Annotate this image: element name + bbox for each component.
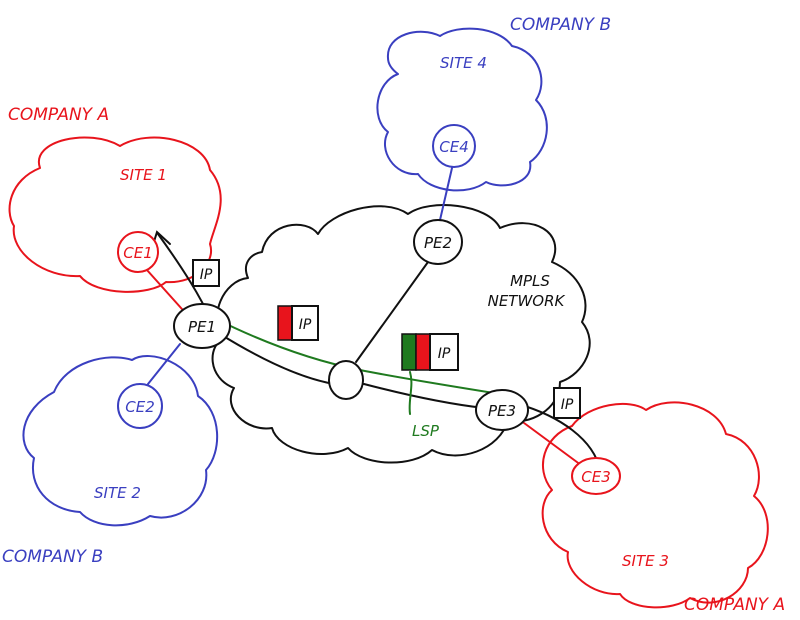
- ce2-node[interactable]: CE2: [117, 383, 163, 429]
- site4-label: SITE 4: [440, 54, 487, 72]
- core-router-node[interactable]: [328, 360, 364, 400]
- ce3-label: CE3: [581, 468, 611, 486]
- pe1-label: PE1: [188, 318, 216, 336]
- packet-labeled-green-red: IP: [401, 333, 459, 371]
- pe3-label: PE3: [488, 402, 516, 420]
- packet-ip-site3-label: IP: [561, 397, 574, 413]
- pe2-node[interactable]: PE2: [413, 219, 463, 265]
- ce3-node[interactable]: CE3: [571, 457, 621, 495]
- company-a-top-label: COMPANY A: [8, 105, 109, 125]
- pe1-node[interactable]: PE1: [173, 303, 231, 349]
- lsp-pointer: [408, 371, 413, 415]
- mpls-network-label-line1: MPLS: [510, 272, 550, 290]
- site2-label: SITE 2: [94, 484, 141, 502]
- ce1-label: CE1: [123, 244, 153, 262]
- company-a-bottom-label: COMPANY A: [684, 595, 785, 615]
- site2-cloud: [22, 355, 219, 527]
- site3-cloud: [541, 401, 769, 609]
- company-b-top-label: COMPANY B: [510, 15, 611, 35]
- site1-label: SITE 1: [120, 166, 167, 184]
- packet-ip-site1: IP: [192, 259, 220, 287]
- link-pe1-core: [219, 333, 335, 385]
- packet-ip-site3: IP: [553, 387, 581, 419]
- site1-cloud: [8, 136, 222, 293]
- packet-labeled-red: IP: [277, 305, 319, 341]
- link-pe3-ce3: [519, 419, 586, 469]
- pe2-label: PE2: [424, 234, 452, 252]
- link-pe2-ce4: [439, 167, 453, 221]
- link-pe1-ce2: [147, 343, 181, 385]
- ce4-node[interactable]: CE4: [432, 124, 476, 168]
- company-b-bottom-label: COMPANY B: [2, 547, 103, 567]
- site3-label: SITE 3: [622, 552, 669, 570]
- ce4-label: CE4: [439, 138, 469, 156]
- packet-labeled-red-label: IP: [299, 317, 312, 333]
- lsp-label: LSP: [412, 422, 440, 440]
- site4-cloud: [376, 27, 548, 192]
- pe3-node[interactable]: PE3: [475, 389, 529, 431]
- link-core-pe3: [363, 383, 485, 409]
- link-pe2-core: [355, 261, 429, 363]
- packet-labeled-green-red-label: IP: [438, 346, 451, 362]
- mpls-network-cloud: [211, 204, 591, 464]
- ce1-node[interactable]: CE1: [117, 231, 159, 273]
- ce2-label: CE2: [125, 398, 155, 416]
- packet-ip-site1-label: IP: [200, 267, 213, 283]
- mpls-network-label-line2: NETWORK: [488, 292, 566, 310]
